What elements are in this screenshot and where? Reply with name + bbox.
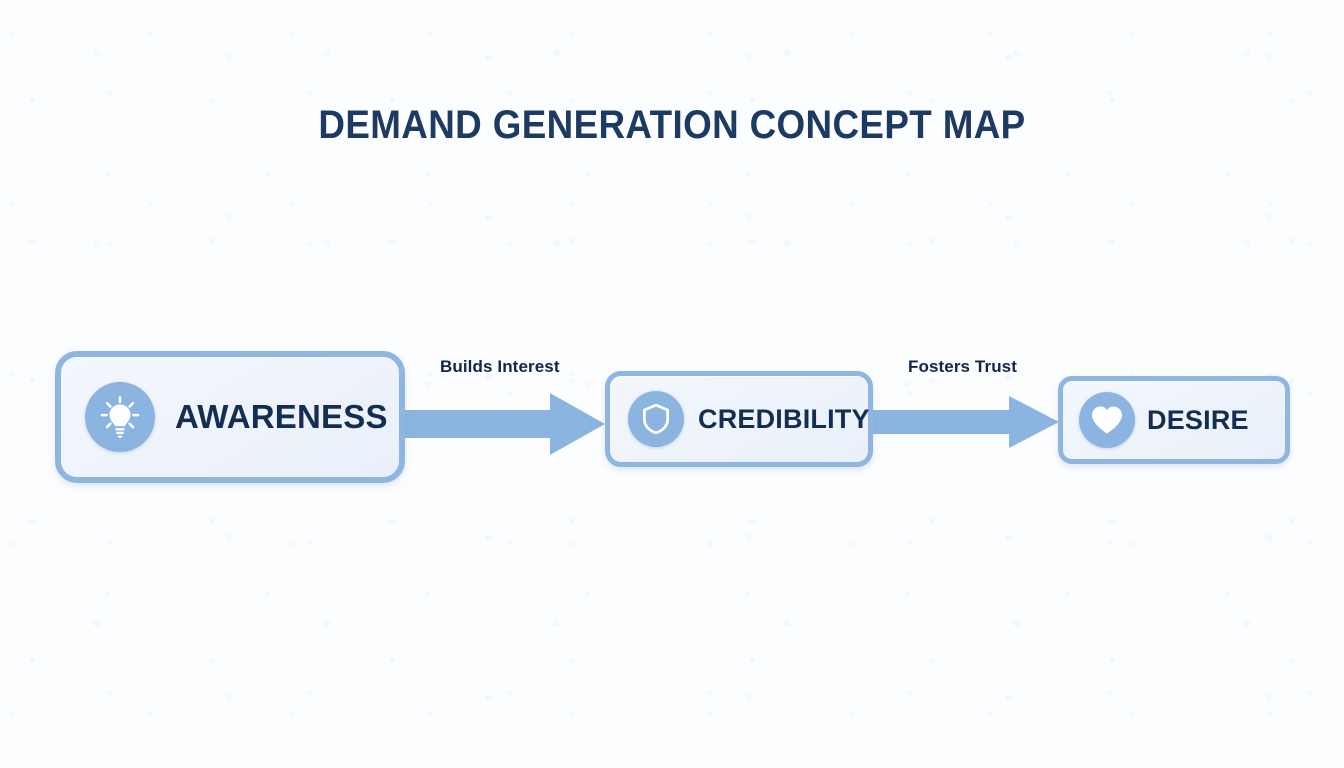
node-credibility[interactable]: CREDIBILITY — [605, 371, 873, 467]
node-awareness[interactable]: AWARENESS — [55, 351, 405, 483]
node-label-desire: DESIRE — [1147, 404, 1249, 435]
shield-icon — [628, 391, 684, 447]
page-title: DEMAND GENERATION CONCEPT MAP — [318, 103, 1026, 147]
lightbulb-icon — [85, 382, 155, 452]
heart-icon — [1079, 392, 1135, 448]
arrow-credibility-to-desire — [873, 396, 1059, 448]
node-desire[interactable]: DESIRE — [1058, 376, 1290, 464]
node-label-credibility: CREDIBILITY — [698, 403, 870, 434]
node-label-awareness: AWARENESS — [175, 398, 388, 435]
edge-label-builds-interest: Builds Interest — [440, 357, 560, 376]
arrow-awareness-to-credibility — [405, 393, 605, 455]
edge-label-fosters-trust: Fosters Trust — [908, 357, 1017, 376]
